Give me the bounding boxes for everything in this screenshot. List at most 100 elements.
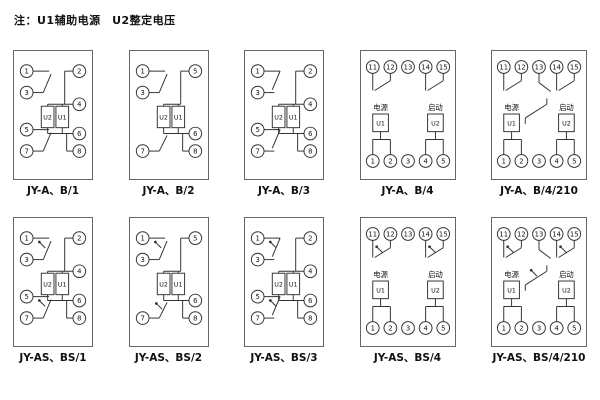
svg-text:U1: U1 (173, 114, 182, 121)
svg-text:14: 14 (552, 230, 561, 238)
svg-text:3: 3 (25, 256, 29, 264)
svg-text:3: 3 (256, 256, 260, 264)
svg-text:启动: 启动 (428, 270, 443, 279)
svg-text:1: 1 (502, 324, 506, 332)
svg-text:5: 5 (441, 157, 445, 165)
svg-text:电源: 电源 (504, 270, 519, 279)
svg-text:8: 8 (77, 148, 81, 156)
svg-text:11: 11 (368, 230, 377, 238)
svg-text:启动: 启动 (428, 103, 443, 112)
svg-text:4: 4 (554, 324, 558, 332)
svg-text:U2: U2 (43, 114, 52, 121)
svg-text:3: 3 (537, 157, 541, 165)
svg-text:4: 4 (77, 268, 81, 276)
svg-text:4: 4 (423, 324, 427, 332)
svg-text:12: 12 (386, 63, 395, 71)
svg-text:5: 5 (441, 324, 445, 332)
svg-text:12: 12 (517, 230, 526, 238)
svg-text:3: 3 (405, 157, 409, 165)
svg-text:U2: U2 (431, 120, 440, 127)
svg-text:5: 5 (572, 157, 576, 165)
svg-text:14: 14 (421, 230, 430, 238)
note-text: 注：U1辅助电源 U2整定电压 (14, 14, 176, 27)
svg-text:2: 2 (388, 157, 392, 165)
svg-text:U1: U1 (289, 114, 298, 121)
svg-text:5: 5 (25, 126, 29, 134)
svg-text:15: 15 (570, 230, 579, 238)
svg-text:14: 14 (421, 63, 430, 71)
svg-text:8: 8 (308, 148, 312, 156)
svg-text:U2: U2 (159, 114, 168, 121)
svg-text:2: 2 (388, 324, 392, 332)
svg-text:5: 5 (256, 126, 260, 134)
svg-text:4: 4 (77, 101, 81, 109)
svg-text:15: 15 (438, 230, 447, 238)
diagram-label: JY-A、B/3 (257, 185, 311, 197)
svg-text:6: 6 (77, 130, 81, 138)
svg-text:U1: U1 (376, 287, 385, 294)
svg-text:11: 11 (499, 63, 508, 71)
svg-text:8: 8 (308, 315, 312, 323)
svg-text:电源: 电源 (373, 103, 388, 112)
diagram-label: JY-A、B/1 (26, 185, 80, 197)
svg-text:U1: U1 (507, 287, 516, 294)
svg-text:启动: 启动 (559, 270, 574, 279)
svg-text:3: 3 (25, 89, 29, 97)
svg-text:U1: U1 (507, 120, 516, 127)
svg-text:13: 13 (535, 230, 544, 238)
svg-text:3: 3 (140, 89, 144, 97)
svg-text:U1: U1 (376, 120, 385, 127)
svg-text:11: 11 (368, 63, 377, 71)
svg-text:6: 6 (308, 130, 312, 138)
svg-text:电源: 电源 (373, 270, 388, 279)
diagram-label: JY-AS、BS/4/210 (492, 352, 586, 364)
svg-text:U1: U1 (289, 281, 298, 288)
svg-text:U2: U2 (562, 287, 571, 294)
svg-text:3: 3 (256, 89, 260, 97)
svg-text:8: 8 (77, 315, 81, 323)
diagram-label: JY-AS、BS/3 (250, 352, 318, 364)
svg-text:6: 6 (193, 130, 197, 138)
svg-text:4: 4 (423, 157, 427, 165)
svg-text:U2: U2 (274, 281, 283, 288)
svg-text:U1: U1 (58, 281, 67, 288)
svg-text:4: 4 (308, 101, 312, 109)
svg-text:2: 2 (77, 68, 81, 76)
svg-text:U2: U2 (43, 281, 52, 288)
diagram-label: JY-A、B/2 (142, 185, 195, 197)
svg-text:1: 1 (256, 68, 260, 76)
svg-text:15: 15 (570, 63, 579, 71)
svg-text:12: 12 (386, 230, 395, 238)
svg-text:3: 3 (537, 324, 541, 332)
svg-text:U1: U1 (173, 281, 182, 288)
svg-text:U1: U1 (58, 114, 67, 121)
svg-text:2: 2 (308, 68, 312, 76)
svg-text:1: 1 (140, 235, 144, 243)
svg-text:15: 15 (438, 63, 447, 71)
svg-text:13: 13 (403, 63, 412, 71)
svg-text:U2: U2 (159, 281, 168, 288)
svg-text:4: 4 (308, 268, 312, 276)
svg-text:3: 3 (405, 324, 409, 332)
